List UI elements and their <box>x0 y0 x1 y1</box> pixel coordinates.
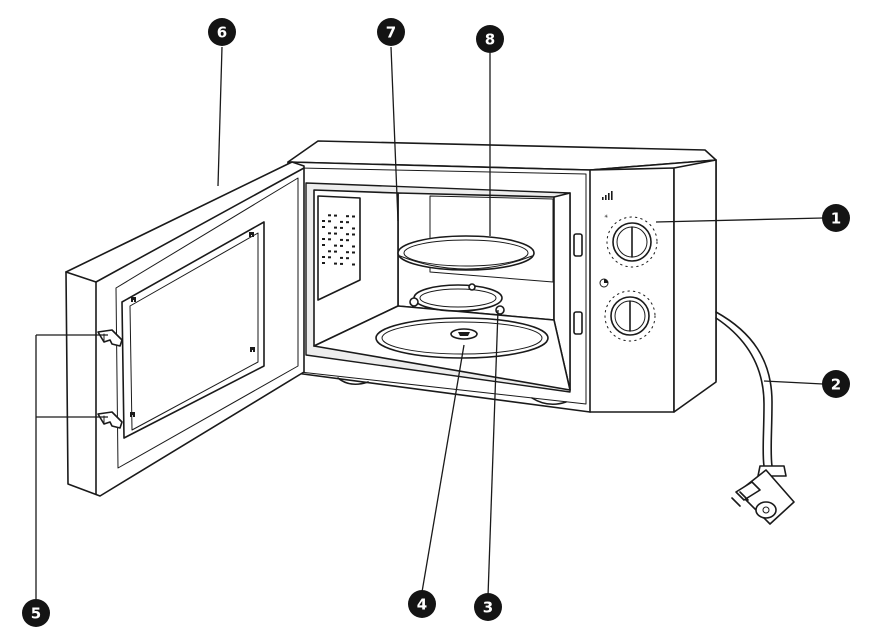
waveguide-vent-dot <box>328 232 331 235</box>
waveguide-vent-dot <box>322 256 325 258</box>
waveguide-vent-dot <box>340 262 343 265</box>
waveguide-vent-dot <box>352 263 355 266</box>
waveguide-vent-dot <box>346 257 349 260</box>
svg-text:✳: ✳ <box>604 214 608 220</box>
waveguide-vent-dot <box>328 250 331 253</box>
callout-8-label: 8 <box>485 31 495 49</box>
waveguide-vent-dot <box>334 262 337 265</box>
waveguide-vent-dot <box>322 262 325 264</box>
waveguide-vent-dot <box>352 215 355 218</box>
waveguide-vent-dot <box>346 239 349 242</box>
waveguide-vent-dot <box>340 220 343 223</box>
roller-ring <box>409 283 505 315</box>
callout-6-label: 6 <box>217 24 227 42</box>
door-latch-holes <box>573 233 583 335</box>
door-hook-lower <box>97 411 123 429</box>
waveguide-vent-dot <box>346 233 349 236</box>
callout-6: 6 <box>208 18 236 46</box>
waveguide-vent-dot <box>334 250 337 253</box>
power-knob[interactable]: ✳ <box>604 214 658 268</box>
waveguide-vent-dot <box>340 238 343 241</box>
callout-7: 7 <box>377 18 405 46</box>
waveguide-vent-dot <box>352 227 355 230</box>
waveguide-vent-dot <box>322 220 325 222</box>
waveguide-vent-dot <box>346 251 349 254</box>
callout-2-label: 2 <box>831 376 841 394</box>
oven-door[interactable] <box>65 161 305 497</box>
waveguide-vent-dot <box>322 244 325 246</box>
leader-lines <box>35 46 824 599</box>
callout-4: 4 <box>408 590 436 618</box>
waveguide-vent-dot <box>328 256 331 259</box>
turntable-shaft <box>450 328 478 340</box>
callout-3: 3 <box>474 593 502 621</box>
callout-4-label: 4 <box>417 596 427 614</box>
waveguide-vent-dot <box>328 238 331 241</box>
callout-3-label: 3 <box>483 599 493 617</box>
waveguide-cover <box>317 195 361 301</box>
waveguide-vent-dot <box>322 226 325 228</box>
callout-7-label: 7 <box>386 24 396 42</box>
callout-2: 2 <box>822 370 850 398</box>
timer-knob[interactable] <box>604 290 656 342</box>
waveguide-vent-dot <box>334 232 337 235</box>
power-plug <box>731 465 795 525</box>
callout-5-label: 5 <box>31 605 41 623</box>
waveguide-vent-dot <box>334 226 337 229</box>
power-cord <box>715 311 773 467</box>
waveguide-vent-dot <box>334 244 337 247</box>
waveguide-vent-dot <box>322 238 325 240</box>
callout-1: 1 <box>822 204 850 232</box>
waveguide-vent-dot <box>340 226 343 229</box>
timer-icon <box>599 278 609 288</box>
waveguide-vent-dot <box>352 251 355 254</box>
callout-5: 5 <box>22 599 50 627</box>
power-level-icon <box>602 191 613 200</box>
waveguide-vent-dot <box>346 215 349 218</box>
waveguide-vent-dot <box>340 256 343 259</box>
waveguide-vent-dot <box>352 233 355 236</box>
waveguide-vent-dot <box>346 221 349 224</box>
callout-1-label: 1 <box>831 210 841 228</box>
control-panel: ✳ <box>599 191 658 342</box>
glass-tray-display <box>397 235 535 271</box>
waveguide-vent-dot <box>340 244 343 247</box>
waveguide-vent-dot <box>328 214 331 217</box>
callout-8: 8 <box>476 25 504 53</box>
waveguide-vent-dot <box>352 245 355 248</box>
waveguide-vent-dot <box>334 214 337 217</box>
waveguide-vent-dot <box>328 220 331 223</box>
